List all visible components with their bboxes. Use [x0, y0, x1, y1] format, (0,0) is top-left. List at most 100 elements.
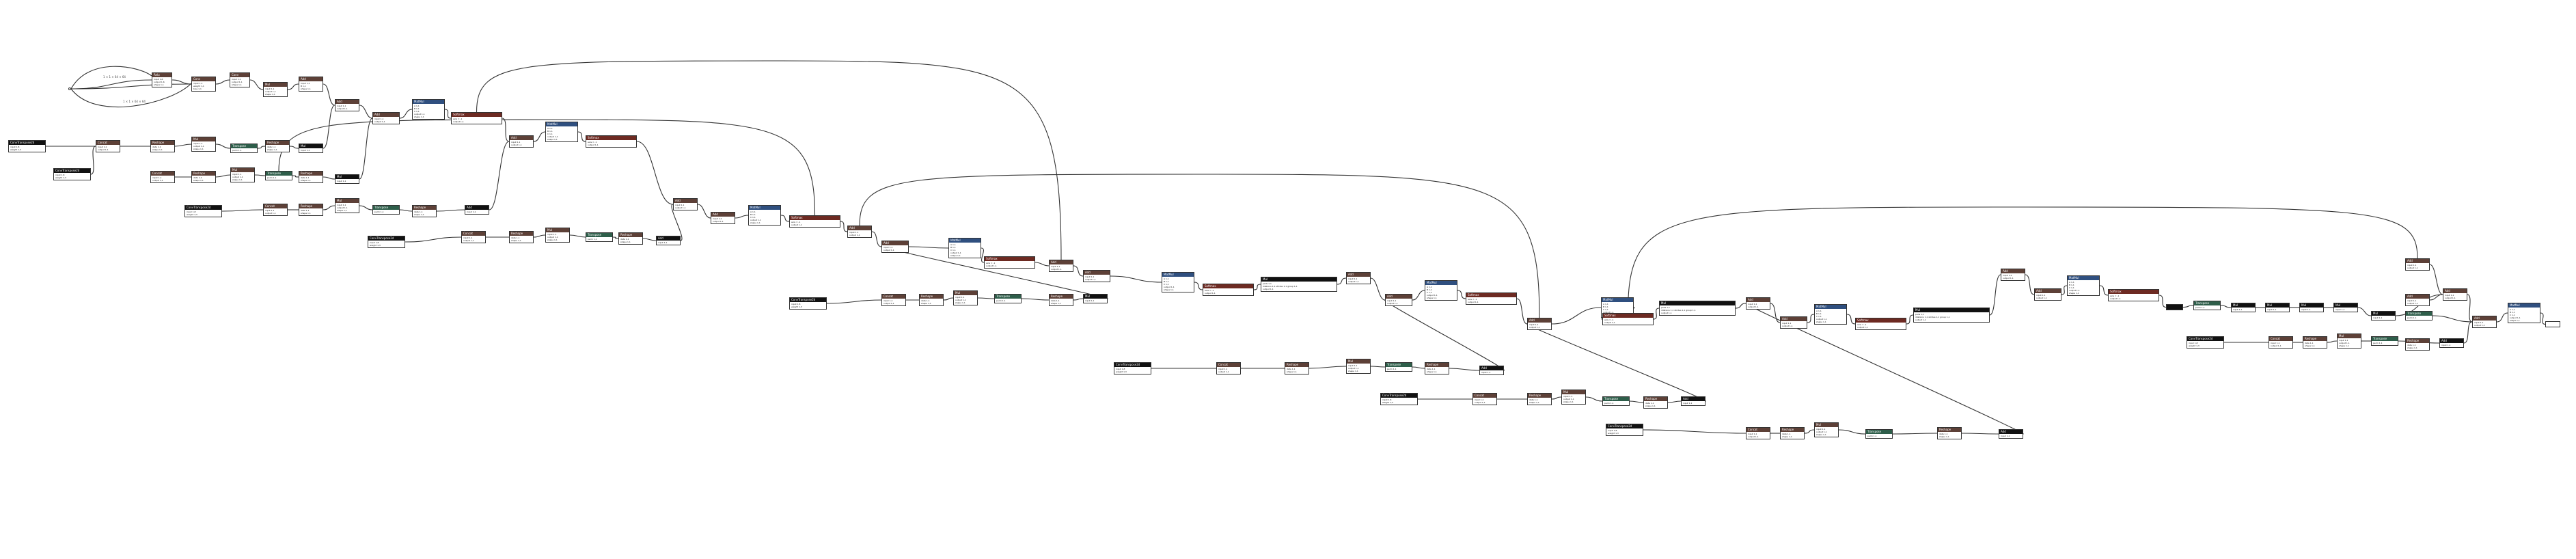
graph-terminal-node[interactable] [2545, 321, 2560, 327]
graph-terminal-node[interactable] [2166, 304, 2183, 310]
graph-input-port[interactable] [68, 87, 71, 90]
